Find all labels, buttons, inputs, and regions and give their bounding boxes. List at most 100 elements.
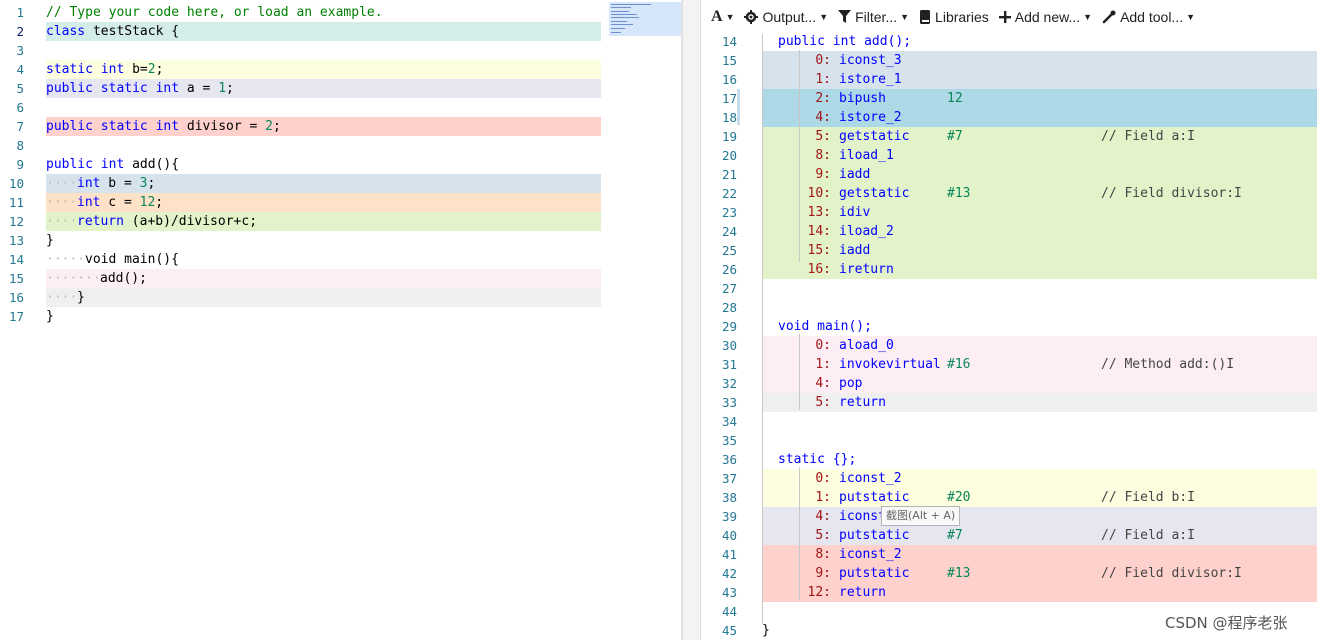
highlight-static-a bbox=[46, 79, 601, 98]
line-number: 16 bbox=[721, 72, 737, 87]
opcode: putstatic bbox=[839, 528, 910, 543]
code-comment: // Type your code here, or load an examp… bbox=[46, 5, 383, 20]
filter-menu-button[interactable]: Filter...▼ bbox=[838, 9, 909, 25]
line-number: 17 bbox=[8, 309, 24, 324]
opcode: iadd bbox=[839, 243, 871, 258]
line-number: 18 bbox=[721, 110, 737, 125]
row-highlight bbox=[763, 165, 1317, 184]
line-number: 2 bbox=[16, 24, 24, 39]
highlight-return bbox=[46, 212, 601, 231]
indent-guide: ······· bbox=[46, 271, 101, 286]
code-text: } bbox=[77, 290, 85, 305]
instruction-offset: 14: bbox=[807, 224, 831, 239]
book-icon bbox=[920, 10, 931, 24]
indent-guide: ···· bbox=[46, 176, 78, 191]
row-highlight bbox=[763, 89, 1317, 108]
opcode: iconst_2 bbox=[839, 471, 902, 486]
code-number: 1 bbox=[218, 81, 227, 96]
output-pane: A▼ Output...▼ Filter...▼ Libraries Add n… bbox=[701, 0, 1317, 640]
indent-guide: ····· bbox=[46, 252, 86, 267]
line-number: 31 bbox=[721, 357, 737, 372]
screenshot-tooltip: 截图(Alt + A) bbox=[881, 506, 961, 526]
code-line[interactable]: } bbox=[46, 231, 54, 250]
code-line[interactable]: int c = 12; bbox=[77, 193, 163, 212]
operand: #13 bbox=[947, 186, 971, 201]
opcode: iadd bbox=[839, 167, 871, 182]
code-text: add(){ bbox=[124, 157, 180, 172]
line-number: 5 bbox=[16, 81, 24, 96]
libraries-label: Libraries bbox=[935, 9, 989, 25]
bytecode-comment: // Field divisor:I bbox=[1101, 566, 1242, 581]
instruction-offset: 1: bbox=[815, 72, 831, 87]
code-line[interactable]: return (a+b)/divisor+c; bbox=[77, 212, 257, 231]
line-number: 42 bbox=[721, 566, 737, 581]
opcode: istore_1 bbox=[839, 72, 902, 87]
opcode: putstatic bbox=[839, 490, 910, 505]
pane-splitter[interactable] bbox=[682, 0, 701, 640]
code-line[interactable]: class testStack { bbox=[46, 22, 179, 41]
operand: #13 bbox=[947, 566, 971, 581]
instruction-offset: 5: bbox=[815, 395, 831, 410]
opcode: aload_0 bbox=[839, 338, 894, 353]
opcode: bipush bbox=[839, 91, 886, 106]
code-number: 2 bbox=[147, 62, 156, 77]
bytecode-comment: // Method add:()I bbox=[1101, 357, 1235, 372]
row-highlight bbox=[763, 374, 1317, 393]
code-line[interactable]: static int b=2; bbox=[46, 60, 163, 79]
code-text: add(); bbox=[100, 271, 147, 286]
line-number: 3 bbox=[16, 43, 24, 58]
code-line[interactable]: public static int divisor = 2; bbox=[46, 117, 281, 136]
add-tool-button[interactable]: Add tool...▼ bbox=[1102, 9, 1195, 25]
code-line[interactable]: add(); bbox=[100, 269, 147, 288]
code-line[interactable]: // Type your code here, or load an examp… bbox=[46, 3, 383, 22]
code-keyword: public int bbox=[46, 157, 125, 172]
code-keyword: public static int bbox=[46, 119, 180, 134]
code-number: 2 bbox=[265, 119, 273, 134]
line-number: 4 bbox=[16, 62, 24, 77]
add-new-label: Add new... bbox=[1014, 9, 1081, 25]
line-number: 13 bbox=[8, 233, 24, 248]
source-editor[interactable]: 1 2 3 4 5 6 7 8 9 10 11 12 13 14 15 16 1… bbox=[0, 0, 682, 640]
line-number: 12 bbox=[8, 214, 24, 229]
caret-down-icon: ▼ bbox=[1186, 12, 1196, 22]
code-line[interactable]: } bbox=[77, 288, 85, 307]
font-button[interactable]: A▼ bbox=[711, 8, 734, 26]
opcode: getstatic bbox=[839, 129, 910, 144]
output-label: Output... bbox=[762, 9, 817, 25]
opcode: iconst bbox=[839, 509, 886, 524]
code-line[interactable]: public int add(){ bbox=[46, 155, 179, 174]
indent-guide bbox=[799, 50, 800, 262]
instruction-offset: 9: bbox=[815, 566, 831, 581]
instruction-offset: 8: bbox=[815, 148, 831, 163]
operand: #16 bbox=[947, 357, 971, 372]
opcode: ireturn bbox=[839, 262, 894, 277]
code-text: b = bbox=[100, 176, 140, 191]
line-number: 10 bbox=[8, 176, 24, 191]
operand: #7 bbox=[947, 129, 963, 144]
minimap[interactable] bbox=[609, 2, 681, 36]
line-number: 33 bbox=[721, 395, 737, 410]
instruction-offset: 15: bbox=[807, 243, 831, 258]
code-text: ; bbox=[272, 119, 281, 134]
editor-scrollbar[interactable] bbox=[681, 0, 682, 640]
instruction-offset: 5: bbox=[815, 129, 831, 144]
instruction-offset: 5: bbox=[815, 528, 831, 543]
output-menu-button[interactable]: Output...▼ bbox=[744, 9, 828, 25]
libraries-button[interactable]: Libraries bbox=[919, 9, 989, 25]
code-line[interactable]: int b = 3; bbox=[77, 174, 155, 193]
line-number: 26 bbox=[721, 262, 737, 277]
indent-guide bbox=[799, 467, 800, 600]
code-line[interactable]: public static int a = 1; bbox=[46, 79, 234, 98]
code-line[interactable]: } bbox=[46, 307, 54, 326]
line-number: 24 bbox=[721, 224, 737, 239]
code-line[interactable]: void main(){ bbox=[85, 250, 179, 269]
code-keyword: class bbox=[46, 24, 86, 39]
selection-marker bbox=[737, 89, 740, 125]
code-keyword: int bbox=[77, 176, 101, 191]
add-new-button[interactable]: Add new...▼ bbox=[998, 9, 1092, 25]
line-number: 45 bbox=[721, 623, 737, 638]
line-number: 17 bbox=[721, 91, 737, 106]
row-highlight bbox=[763, 583, 1317, 602]
indent-guide bbox=[799, 334, 800, 410]
line-number: 15 bbox=[721, 53, 737, 68]
